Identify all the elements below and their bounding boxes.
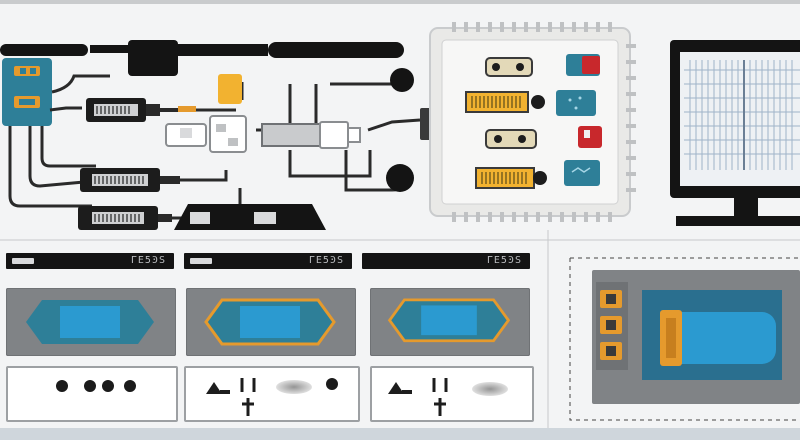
strip-slot [12,258,34,264]
smudge [276,380,312,394]
warning-icon [388,382,412,394]
chip-icon [429,22,636,222]
sensor-icon [78,206,172,230]
sensor-icon [86,98,196,122]
indicator-panel-3 [370,366,534,422]
left-cables [8,74,110,208]
monitor-icon [670,40,800,226]
bracket-icon [432,378,448,416]
top-bar-right [268,42,404,58]
lens-panel-2 [186,288,356,356]
top-bar-left [0,44,88,56]
strip-code: ΓΕ5ϿS [486,255,522,266]
lens-panel-1 [6,288,176,356]
warning-icon [206,382,230,394]
top-bar-link [90,45,130,53]
fitting-cluster [165,115,361,153]
strip-slot [190,258,212,264]
label-strip-3: ΓΕ5ϿS [362,253,530,269]
top-rail [0,0,800,4]
yellow-module [218,74,242,104]
label-strip-2: ΓΕ5ϿS [184,253,352,269]
device-panel [592,270,800,404]
dashed-frame [569,257,800,421]
lens-icon [204,298,336,346]
strip-code: ΓΕ5ϿS [308,255,344,266]
center-wiring [160,82,406,220]
lens-panel-3 [370,288,530,356]
bottom-band [0,428,800,440]
bracket-icon [240,378,256,416]
knob [390,68,414,92]
label-strip-1: ΓΕ5ϿS [6,253,174,269]
indicator-dot [102,380,114,392]
smudge [472,382,508,396]
top-bar-mid [178,44,268,56]
knob [386,164,414,192]
indicator-dot [56,380,68,392]
lens-icon [387,298,511,343]
strip-code: ΓΕ5ϿS [130,255,166,266]
indicator-panel-1 [6,366,178,422]
connector-icon [2,58,52,126]
indicator-panel-2 [184,366,360,422]
lens-icon [26,300,154,344]
top-block [128,40,178,76]
indicator-dot [124,380,136,392]
indicator-dot [326,378,338,390]
base-unit [174,204,326,230]
indicator-dot [84,380,96,392]
